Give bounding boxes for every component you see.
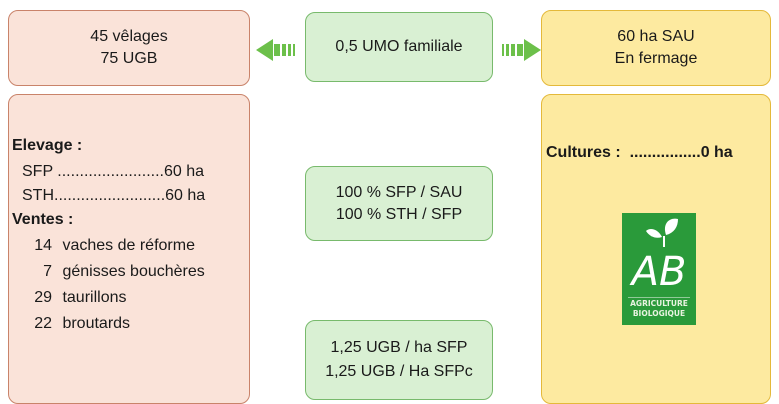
cultures-row: Cultures : ................0 ha xyxy=(546,144,733,162)
logo-line2: BIOLOGIQUE xyxy=(633,309,685,318)
umo-text: 0,5 UMO familiale xyxy=(335,38,463,55)
sfp-value: 60 ha xyxy=(163,163,205,180)
sfp-dots: ........................ xyxy=(57,163,164,180)
sth-value: 60 ha xyxy=(165,187,206,204)
ventes-item: 22 broutards xyxy=(33,313,130,335)
ab-organic-logo: AB AGRICULTURE BIOLOGIQUE xyxy=(622,213,696,325)
land-summary-box: 60 ha SAU En fermage xyxy=(541,10,771,86)
ab-logo-graphic: AB AGRICULTURE BIOLOGIQUE xyxy=(622,213,696,325)
sfp-row: SFP ........................60 ha xyxy=(22,161,204,183)
sfp-label: SFP xyxy=(22,163,58,180)
ugb-text: 75 UGB xyxy=(100,50,158,67)
labour-box: 0,5 UMO familiale xyxy=(305,12,493,82)
fermage-text: En fermage xyxy=(614,50,698,67)
herd-summary-box: 45 vêlages 75 UGB xyxy=(8,10,250,86)
ventes-item: 29 taurillons xyxy=(33,287,126,309)
vêlages-text: 45 vêlages xyxy=(90,28,168,45)
ventes-label: vaches de réforme xyxy=(62,237,195,254)
ventes-item: 7 génisses bouchères xyxy=(33,261,205,283)
cultures-label: Cultures : xyxy=(546,144,621,161)
ventes-label: génisses bouchères xyxy=(62,263,205,280)
sth-label: STH xyxy=(22,187,54,204)
cultures-dots: ................ xyxy=(629,144,701,161)
ventes-count: 22 xyxy=(34,315,52,332)
sth-row: STH.........................60 ha xyxy=(22,185,205,207)
cultures-value: 0 ha xyxy=(700,144,733,161)
arrow-left-icon xyxy=(256,39,295,61)
sth-sfp-ratio: 100 % STH / SFP xyxy=(335,205,463,223)
sfp-sau-ratio: 100 % SFP / SAU xyxy=(335,183,463,201)
elevage-panel: Elevage : SFP ........................60… xyxy=(8,94,250,404)
ventes-item: 14 vaches de réforme xyxy=(33,235,195,257)
elevage-heading: Elevage : xyxy=(12,137,83,154)
ugb-sfpc-text: 1,25 UGB / Ha SFPc xyxy=(325,363,473,380)
ventes-count: 29 xyxy=(34,289,52,306)
sth-dots: ......................... xyxy=(54,187,166,204)
ventes-label: broutards xyxy=(62,315,131,332)
chargement-box: 1,25 UGB / ha SFP 1,25 UGB / Ha SFPc xyxy=(305,320,493,400)
ventes-count: 7 xyxy=(43,263,52,280)
logo-line1: AGRICULTURE xyxy=(630,299,688,308)
ventes-heading: Ventes : xyxy=(12,211,74,228)
ventes-count: 14 xyxy=(34,237,52,254)
ratio-box: 100 % SFP / SAU 100 % STH / SFP xyxy=(305,166,493,241)
ab-letters: AB xyxy=(629,249,687,295)
ugb-sfp-text: 1,25 UGB / ha SFP xyxy=(330,339,468,356)
ventes-label: taurillons xyxy=(62,289,127,306)
cultures-panel: Cultures : ................0 ha AB AGRIC… xyxy=(541,94,771,404)
sau-text: 60 ha SAU xyxy=(617,28,695,45)
arrow-right-icon xyxy=(502,39,541,61)
